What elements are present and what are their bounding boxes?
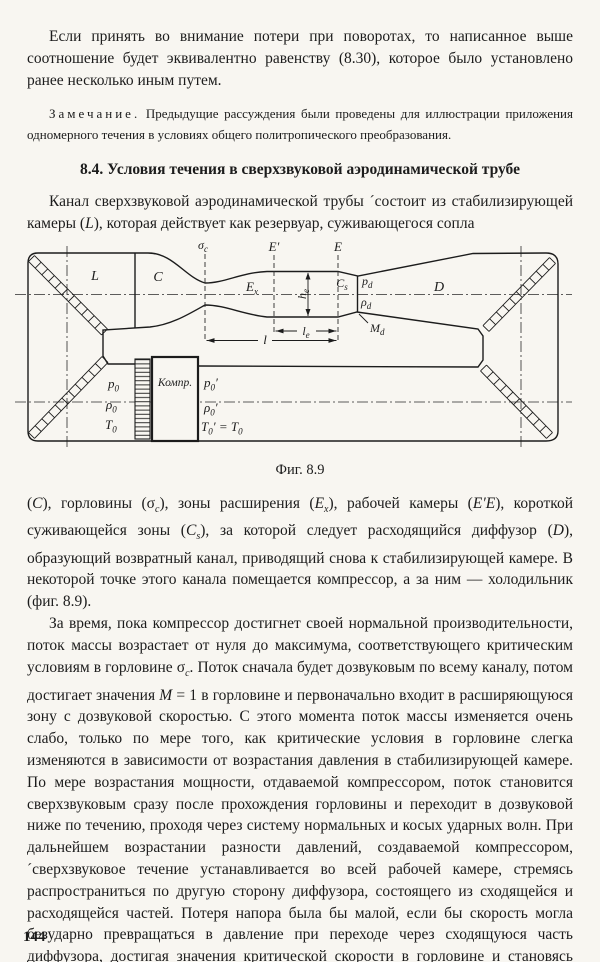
section-heading: 8.4. Условия течения в сверхзвуковой аэр… xyxy=(80,161,520,179)
compressor-box xyxy=(150,355,200,443)
turning-vanes-bottom-right xyxy=(480,364,553,439)
label-rho0: ρ0 xyxy=(105,397,117,415)
label-cs: Cs xyxy=(336,276,348,292)
turning-vanes-bottom-left xyxy=(28,356,109,439)
figure-8-9: L C σc E′ E Ex he Cs pd ρd Md D le l Ком… xyxy=(15,238,585,479)
turning-vanes-top-left xyxy=(28,255,108,336)
paragraph-intro: Если принять во внимание потери при пово… xyxy=(27,28,573,89)
paragraph-tunnel-parts: (C), горловины (σc), зоны расширения (Ex… xyxy=(27,494,574,610)
label-he: he xyxy=(295,289,311,299)
label-l: l xyxy=(263,332,267,347)
md-leader-line xyxy=(358,313,369,324)
label-p0: p0 xyxy=(107,376,120,394)
label-t0: T0 xyxy=(105,417,117,435)
label-t0-prime-equals-t0: T0′ = T0 xyxy=(201,419,243,437)
label-e-prime: E′ xyxy=(268,240,280,254)
label-compressor: Компр. xyxy=(157,377,192,389)
remark-label: Замечание. xyxy=(49,106,141,122)
dimension-l xyxy=(206,333,337,347)
remark-paragraph: Замечание. Предыдущие рассуждения были п… xyxy=(27,104,573,145)
paragraph-channel-intro: Канал сверхзвуковой аэродинамической тру… xyxy=(27,193,573,233)
label-e: E xyxy=(333,240,342,254)
turning-vanes-top-right xyxy=(482,257,556,332)
remark-text: Предыдущие рассуждения были проведены дл… xyxy=(27,106,573,142)
figure-caption: Фиг. 8.9 xyxy=(275,461,325,478)
label-md: Md xyxy=(369,321,385,337)
label-C: C xyxy=(153,270,163,285)
screen-grid xyxy=(134,358,151,440)
dimension-he xyxy=(305,272,311,316)
label-rho0-prime: ρ0′ xyxy=(203,400,218,418)
tunnel-inner-island xyxy=(102,304,484,368)
label-pd: pd xyxy=(361,274,373,290)
paragraph-flow-development: За время, пока компрессор достигнет свое… xyxy=(27,615,573,962)
label-d: D xyxy=(433,280,444,295)
tunnel-outer-wall xyxy=(27,252,559,442)
label-ex: Ex xyxy=(245,279,258,297)
label-p0-prime: p0′ xyxy=(203,375,218,393)
page-number: 144 xyxy=(23,929,46,945)
label-L: L xyxy=(90,269,99,284)
label-le: le xyxy=(302,324,309,340)
dimension-le xyxy=(275,323,337,337)
label-sigma-c: σc xyxy=(198,240,208,254)
wind-tunnel-diagram: L C σc E′ E Ex he Cs pd ρd Md D le l Ком… xyxy=(15,238,572,449)
label-rho-d: ρd xyxy=(360,295,372,311)
